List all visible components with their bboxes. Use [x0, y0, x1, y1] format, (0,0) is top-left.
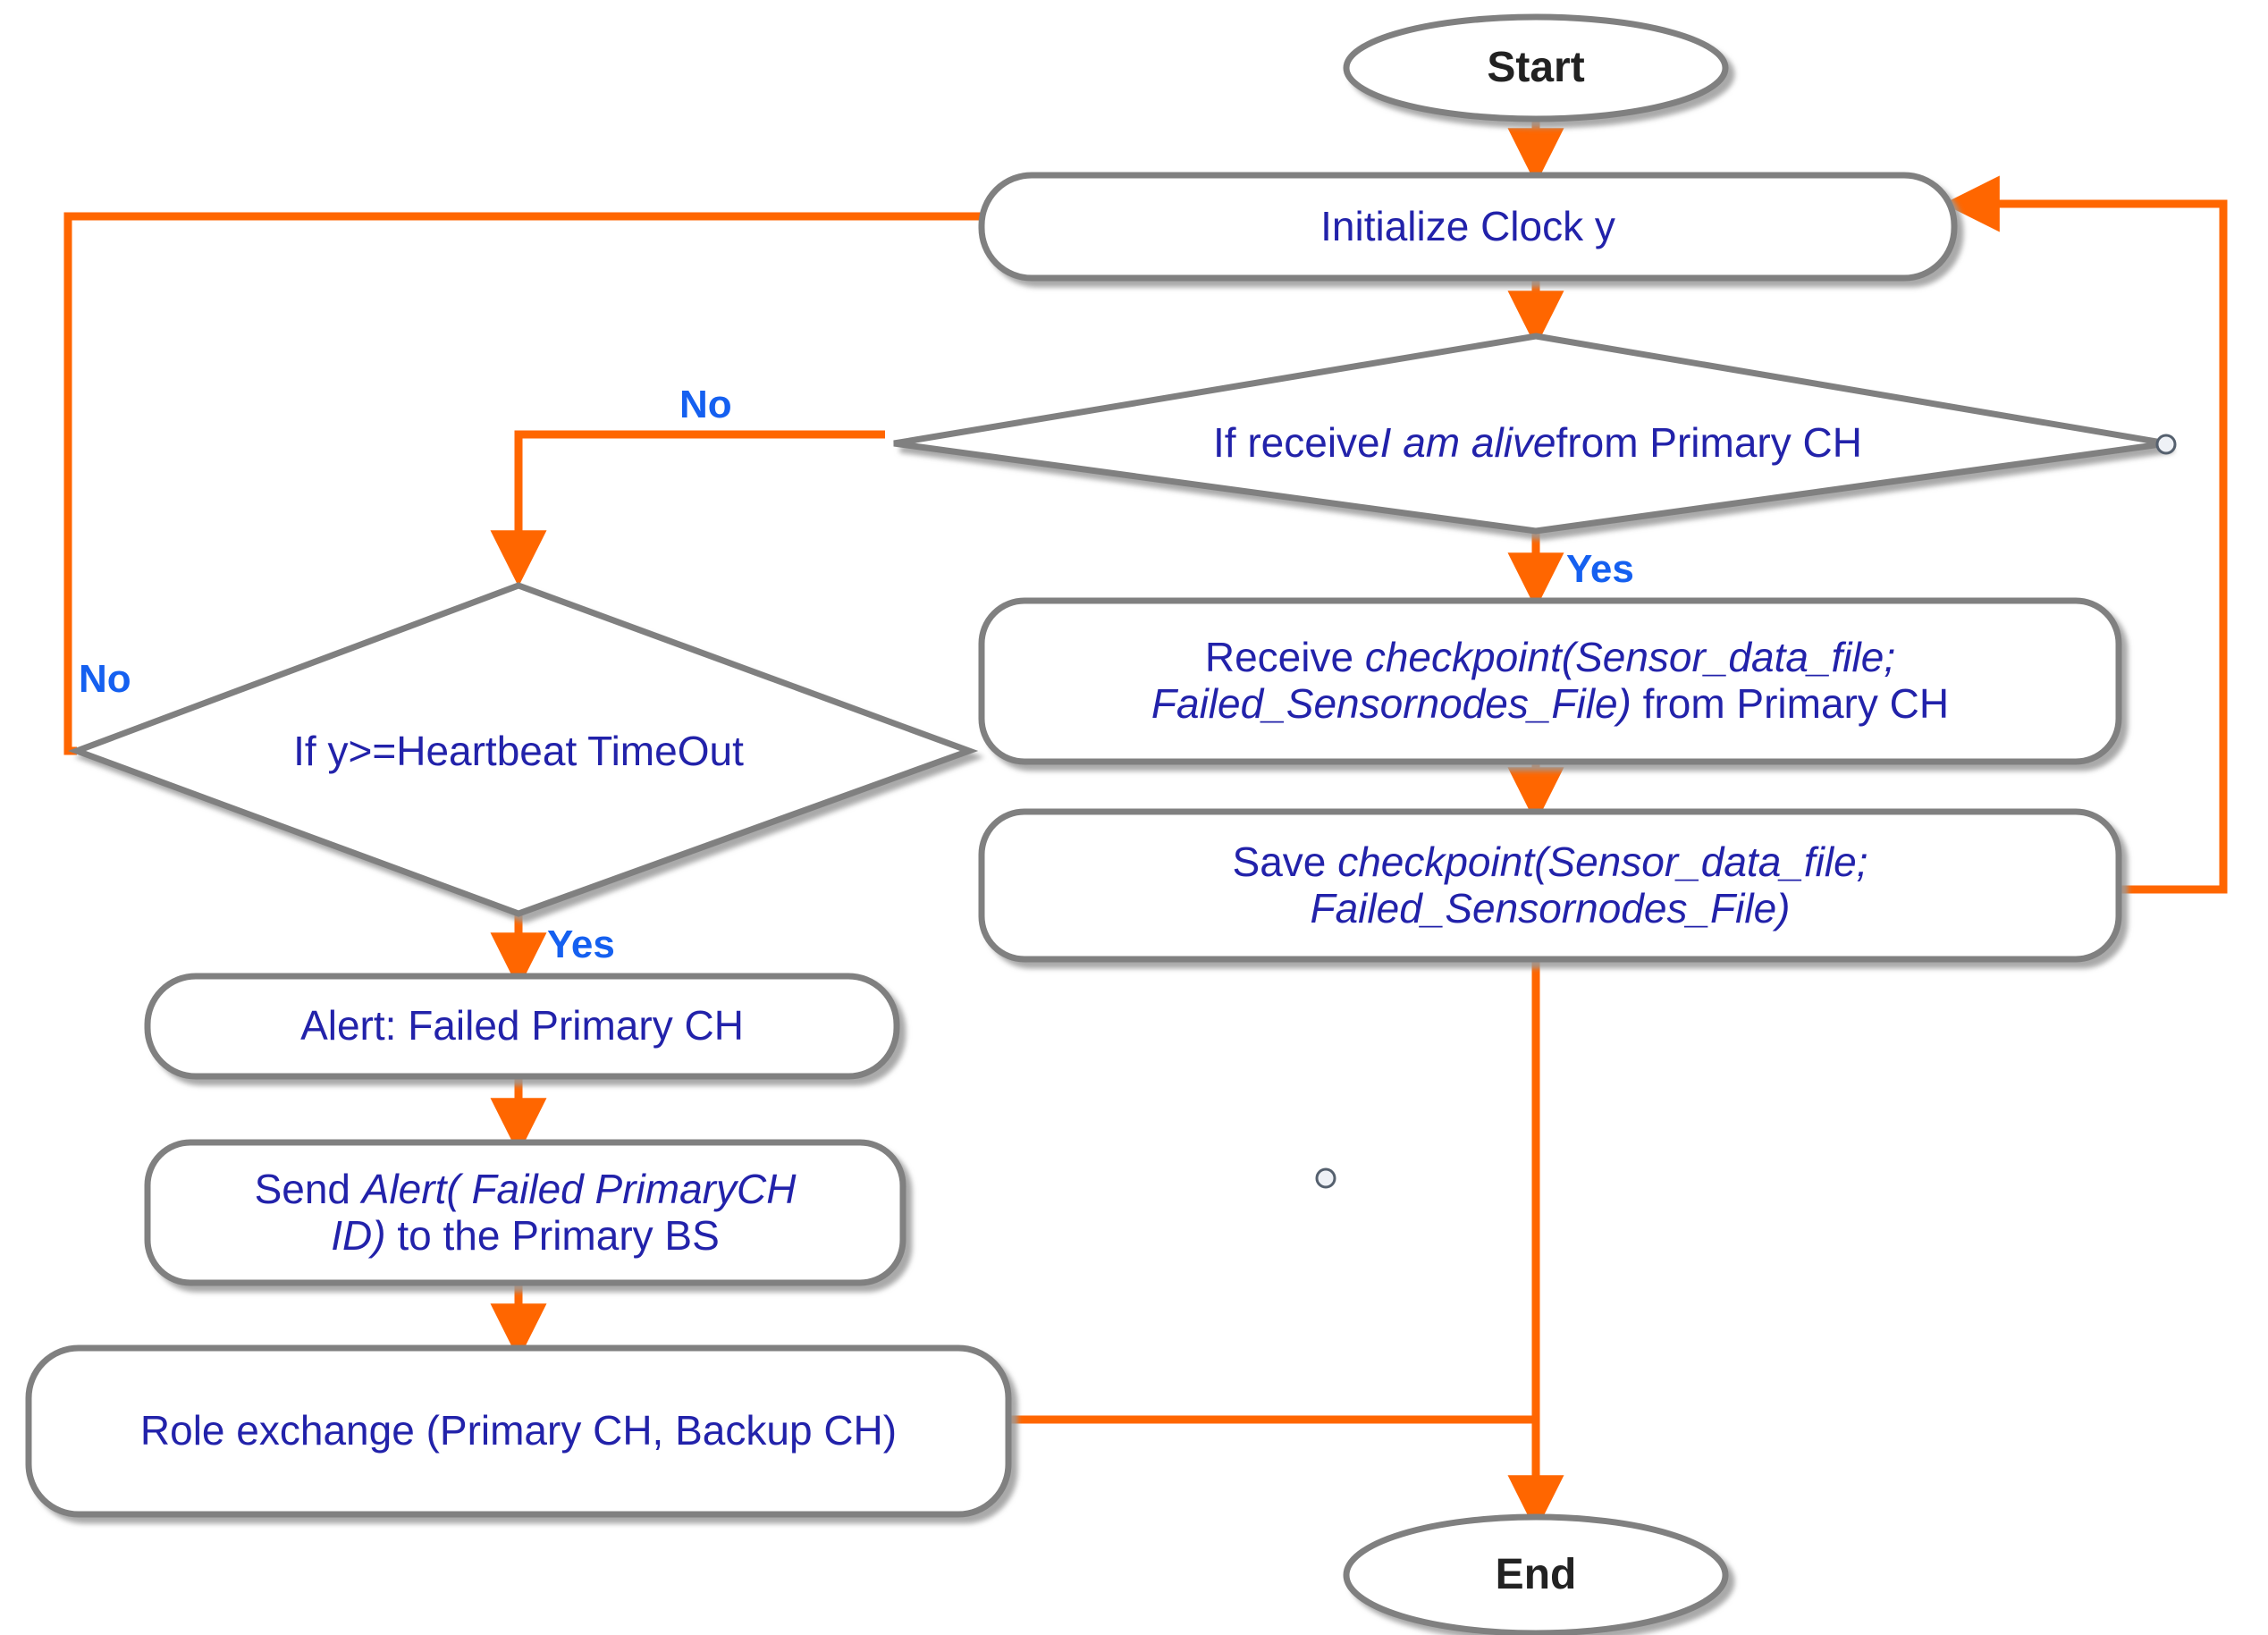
edge-alive-no [490, 430, 885, 587]
node-send-alert-shape [144, 1139, 906, 1286]
node-alert-failed-shape [144, 973, 900, 1080]
handle-dot-layer [1315, 434, 2177, 1189]
node-receive-checkpoint-shape [978, 597, 2122, 765]
node-role-exchange-shape [25, 1344, 1012, 1518]
node-decision-timeout-shape [67, 582, 979, 917]
node-shape-layer [25, 13, 2168, 1635]
node-save-checkpoint-shape [978, 808, 2122, 963]
handle-dot-icon [1315, 1167, 1336, 1189]
node-decision-alive-shape [893, 333, 2168, 535]
handle-dot-icon [2155, 434, 2177, 455]
connector-layer [63, 118, 2228, 1532]
edge-save-loop-back [1943, 175, 2228, 894]
node-start-shape [1343, 13, 1729, 122]
node-end-shape [1343, 1513, 1729, 1635]
node-init-clock-shape [978, 172, 1958, 282]
